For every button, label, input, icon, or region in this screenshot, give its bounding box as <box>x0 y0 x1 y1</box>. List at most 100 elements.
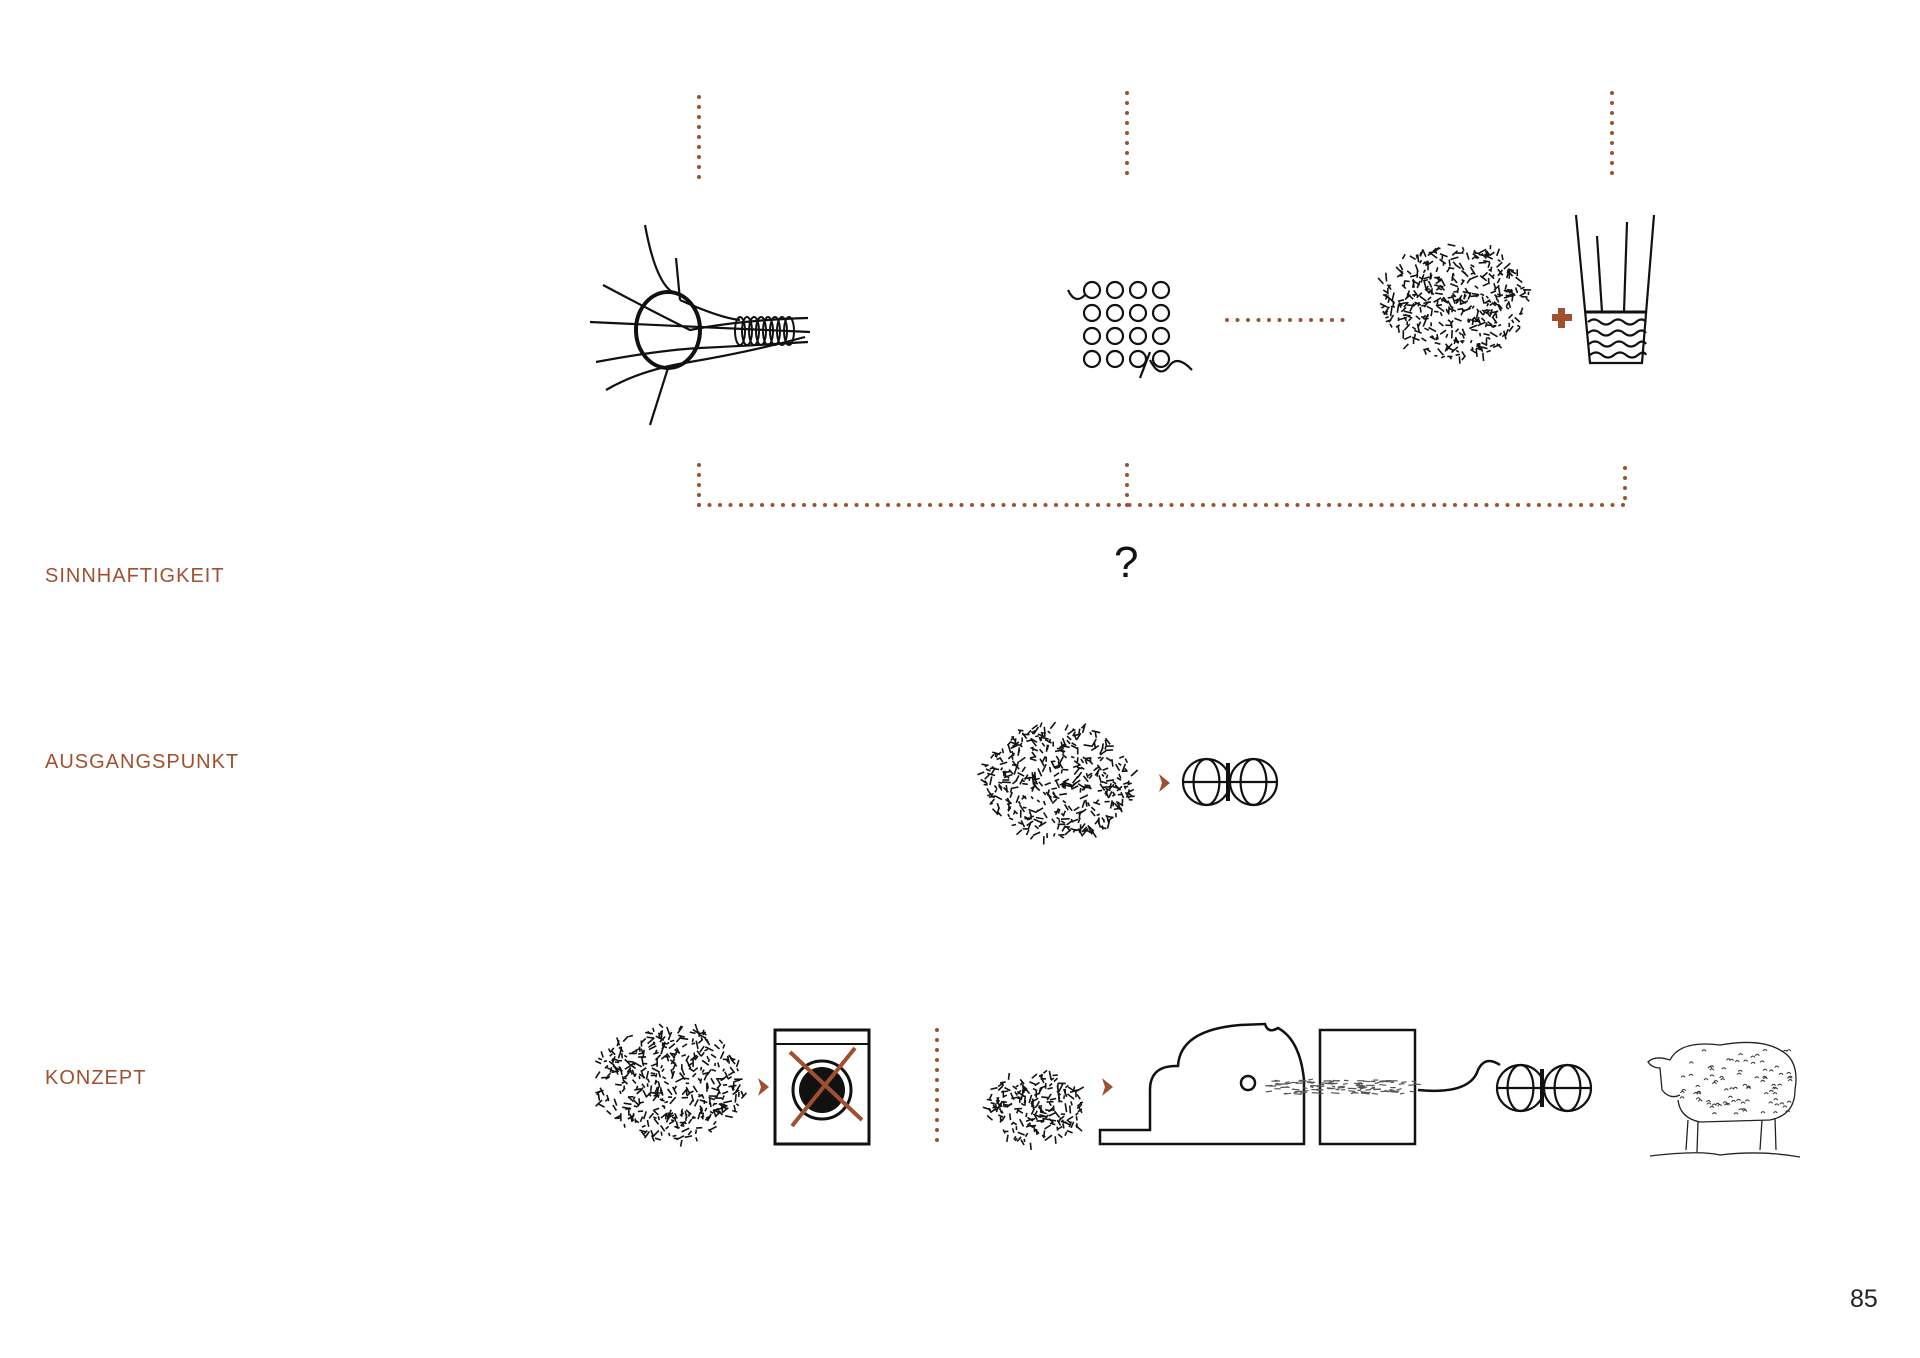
fiber <box>668 1114 672 1119</box>
fiber <box>1029 1142 1032 1150</box>
fiber <box>1064 1084 1069 1089</box>
fiber <box>984 780 989 785</box>
fiber <box>1039 722 1043 728</box>
fiber <box>1054 778 1060 782</box>
fiber <box>1078 728 1081 736</box>
dot <box>1547 503 1552 507</box>
fiber <box>657 1081 661 1088</box>
fiber <box>1480 317 1486 322</box>
fiber <box>681 1043 688 1048</box>
fiber <box>1483 332 1490 336</box>
fiber <box>1396 272 1404 278</box>
fiber <box>1017 771 1025 777</box>
fiber <box>1096 764 1102 771</box>
fiber <box>660 1046 665 1055</box>
fiber <box>1507 300 1512 309</box>
dot <box>707 503 712 507</box>
glass-with-sticks-icon <box>1574 214 1656 365</box>
dot <box>1327 503 1331 507</box>
fiber <box>1509 272 1514 277</box>
fiber <box>1414 264 1419 272</box>
fiber <box>1034 1110 1038 1115</box>
fiber <box>1469 266 1476 276</box>
fiber <box>708 1096 716 1101</box>
fiber <box>634 1118 637 1124</box>
fiber <box>669 1059 676 1064</box>
fiber <box>1434 341 1441 345</box>
dot <box>1453 503 1457 507</box>
fiber <box>1017 729 1024 732</box>
fiber <box>1034 1092 1041 1096</box>
fiber <box>740 1090 745 1098</box>
dot <box>935 1088 939 1092</box>
fiber <box>599 1087 605 1096</box>
fiber <box>1066 1093 1075 1100</box>
fiber <box>1057 1125 1063 1130</box>
fiber <box>608 1060 616 1067</box>
fiber <box>1001 748 1005 754</box>
fiber <box>701 1112 704 1120</box>
fiber <box>640 1131 647 1138</box>
fiber <box>1496 261 1503 268</box>
fiber <box>1451 250 1459 256</box>
fiber <box>1033 726 1040 735</box>
fiber <box>630 1064 637 1070</box>
fiber <box>1439 253 1448 258</box>
fiber <box>1033 1113 1038 1121</box>
fiber <box>1057 1093 1061 1100</box>
fiber <box>665 1041 670 1045</box>
fiber <box>1073 806 1080 812</box>
fiber <box>1489 251 1495 257</box>
fiber <box>1007 744 1012 754</box>
dot <box>1309 318 1313 322</box>
fiber <box>1470 264 1475 268</box>
fiber <box>1044 782 1052 786</box>
fiber <box>1385 315 1389 319</box>
fiber <box>1496 277 1501 284</box>
dot <box>1125 131 1129 135</box>
fiber <box>999 761 1008 766</box>
fiber <box>1435 266 1439 273</box>
fiber <box>1520 286 1525 290</box>
fiber <box>1460 308 1465 316</box>
fiber <box>633 1061 643 1068</box>
fiber <box>1436 305 1445 313</box>
fiber <box>596 1090 601 1096</box>
fiber <box>662 1104 666 1110</box>
fiber <box>1071 775 1079 784</box>
fiber <box>1495 248 1501 257</box>
fiber <box>648 1045 657 1051</box>
fiber <box>660 1125 666 1132</box>
fiber <box>1104 745 1107 750</box>
fiber <box>1015 775 1020 782</box>
fiber <box>1119 807 1123 812</box>
fiber <box>1068 1121 1073 1128</box>
fiber <box>988 795 996 798</box>
dot <box>1106 503 1111 507</box>
fiber <box>1011 755 1014 760</box>
fiber <box>1486 311 1491 318</box>
fiber <box>1041 763 1047 773</box>
fiber <box>647 1037 655 1045</box>
fiber <box>1458 331 1463 336</box>
dot <box>1085 503 1090 507</box>
fiber <box>1437 286 1443 291</box>
dot <box>791 503 796 507</box>
fiber <box>666 1026 671 1036</box>
fiber <box>1449 347 1454 351</box>
fiber <box>718 1039 724 1045</box>
fiber <box>1407 318 1412 322</box>
dot <box>823 503 827 507</box>
fiber <box>1471 255 1476 260</box>
fiber <box>1467 318 1470 322</box>
dot <box>1623 476 1627 480</box>
dot <box>1526 503 1531 507</box>
fiber <box>1461 333 1465 339</box>
fiber <box>657 1116 660 1121</box>
fiber <box>1064 1131 1068 1137</box>
fiber <box>1424 327 1430 332</box>
fiber <box>703 1074 708 1081</box>
fiber <box>695 1055 699 1060</box>
fiber <box>1064 1121 1070 1126</box>
dot <box>917 503 922 507</box>
